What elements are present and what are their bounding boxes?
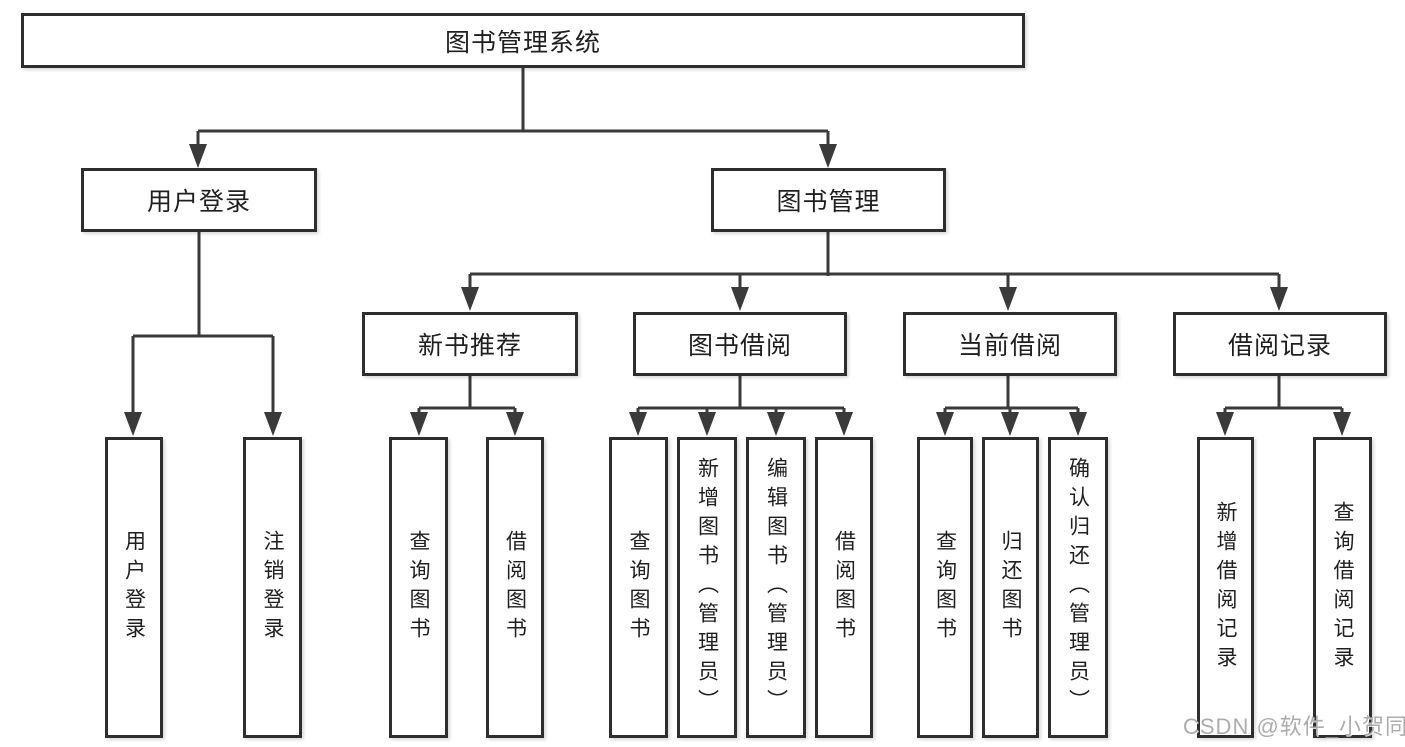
node-new-book-recommend: 新书推荐 — [362, 312, 578, 376]
node-label: 查询借阅记录 — [1331, 500, 1355, 675]
node-book-borrow: 图书借阅 — [633, 312, 847, 376]
arrowhead-icon — [835, 412, 853, 436]
node-label: 借阅图书 — [832, 529, 856, 646]
arrowhead-icon — [1216, 412, 1234, 436]
arrowhead-icon — [506, 412, 524, 436]
node-label: 用户登录 — [122, 529, 146, 646]
node-label: 图书管理 — [776, 188, 881, 216]
node-label: 归还图书 — [999, 529, 1023, 646]
node-label: 图书管理系统 — [444, 28, 601, 57]
node-label: 新增借阅记录 — [1214, 500, 1238, 675]
node-label: 图书借阅 — [687, 332, 792, 360]
leaf-query-book-2: 查询图书 — [609, 437, 668, 738]
arrowhead-icon — [629, 412, 647, 436]
arrowhead-icon — [731, 287, 749, 311]
leaf-logout: 注销登录 — [243, 437, 302, 738]
arrowhead-icon — [1270, 287, 1288, 311]
arrowhead-icon — [999, 287, 1017, 311]
node-borrow-record: 借阅记录 — [1173, 312, 1387, 376]
node-label: 查询图书 — [933, 529, 957, 646]
node-label: 借阅记录 — [1227, 332, 1332, 360]
node-user-login: 用户登录 — [81, 168, 317, 232]
leaf-borrow-book-2: 借阅图书 — [815, 437, 873, 738]
leaf-return-book: 归还图书 — [982, 437, 1039, 738]
arrowhead-icon — [936, 412, 954, 436]
leaf-query-borrow-record: 查询借阅记录 — [1313, 437, 1372, 738]
node-label: 编辑图书（管理员） — [764, 457, 788, 718]
arrowhead-icon — [698, 412, 716, 436]
node-label: 查询图书 — [627, 529, 651, 646]
node-label: 确认归还（管理员） — [1066, 457, 1090, 718]
csdn-watermark: CSDN @软件_小贺同学 — [1183, 714, 1405, 739]
leaf-query-book-3: 查询图书 — [917, 437, 973, 738]
leaf-borrow-book-1: 借阅图书 — [486, 437, 544, 738]
leaf-user-login: 用户登录 — [105, 437, 163, 738]
node-label: 新增图书（管理员） — [695, 457, 719, 718]
arrowhead-icon — [1001, 412, 1019, 436]
node-label: 当前借阅 — [957, 332, 1062, 360]
leaf-confirm-return-admin: 确认归还（管理员） — [1048, 437, 1108, 738]
node-label: 借阅图书 — [503, 529, 527, 646]
arrowhead-icon — [189, 144, 207, 168]
leaf-edit-book-admin: 编辑图书（管理员） — [746, 437, 806, 738]
arrowhead-icon — [819, 144, 837, 168]
node-label: 注销登录 — [261, 529, 285, 646]
arrowhead-icon — [767, 412, 785, 436]
node-label: 用户登录 — [146, 188, 251, 216]
node-label: 查询图书 — [407, 529, 431, 646]
arrowhead-icon — [124, 412, 142, 436]
node-label: 新书推荐 — [417, 332, 522, 360]
node-current-borrow: 当前借阅 — [903, 312, 1117, 376]
leaf-add-book-admin: 新增图书（管理员） — [677, 437, 737, 738]
arrowhead-icon — [410, 412, 428, 436]
arrowhead-icon — [1333, 412, 1351, 436]
leaf-add-borrow-record: 新增借阅记录 — [1197, 437, 1254, 738]
node-root-system: 图书管理系统 — [21, 13, 1025, 68]
node-book-management: 图书管理 — [711, 168, 946, 232]
arrowhead-icon — [1069, 412, 1087, 436]
arrowhead-icon — [264, 412, 282, 436]
arrowhead-icon — [461, 287, 479, 311]
leaf-query-book-1: 查询图书 — [389, 437, 448, 738]
